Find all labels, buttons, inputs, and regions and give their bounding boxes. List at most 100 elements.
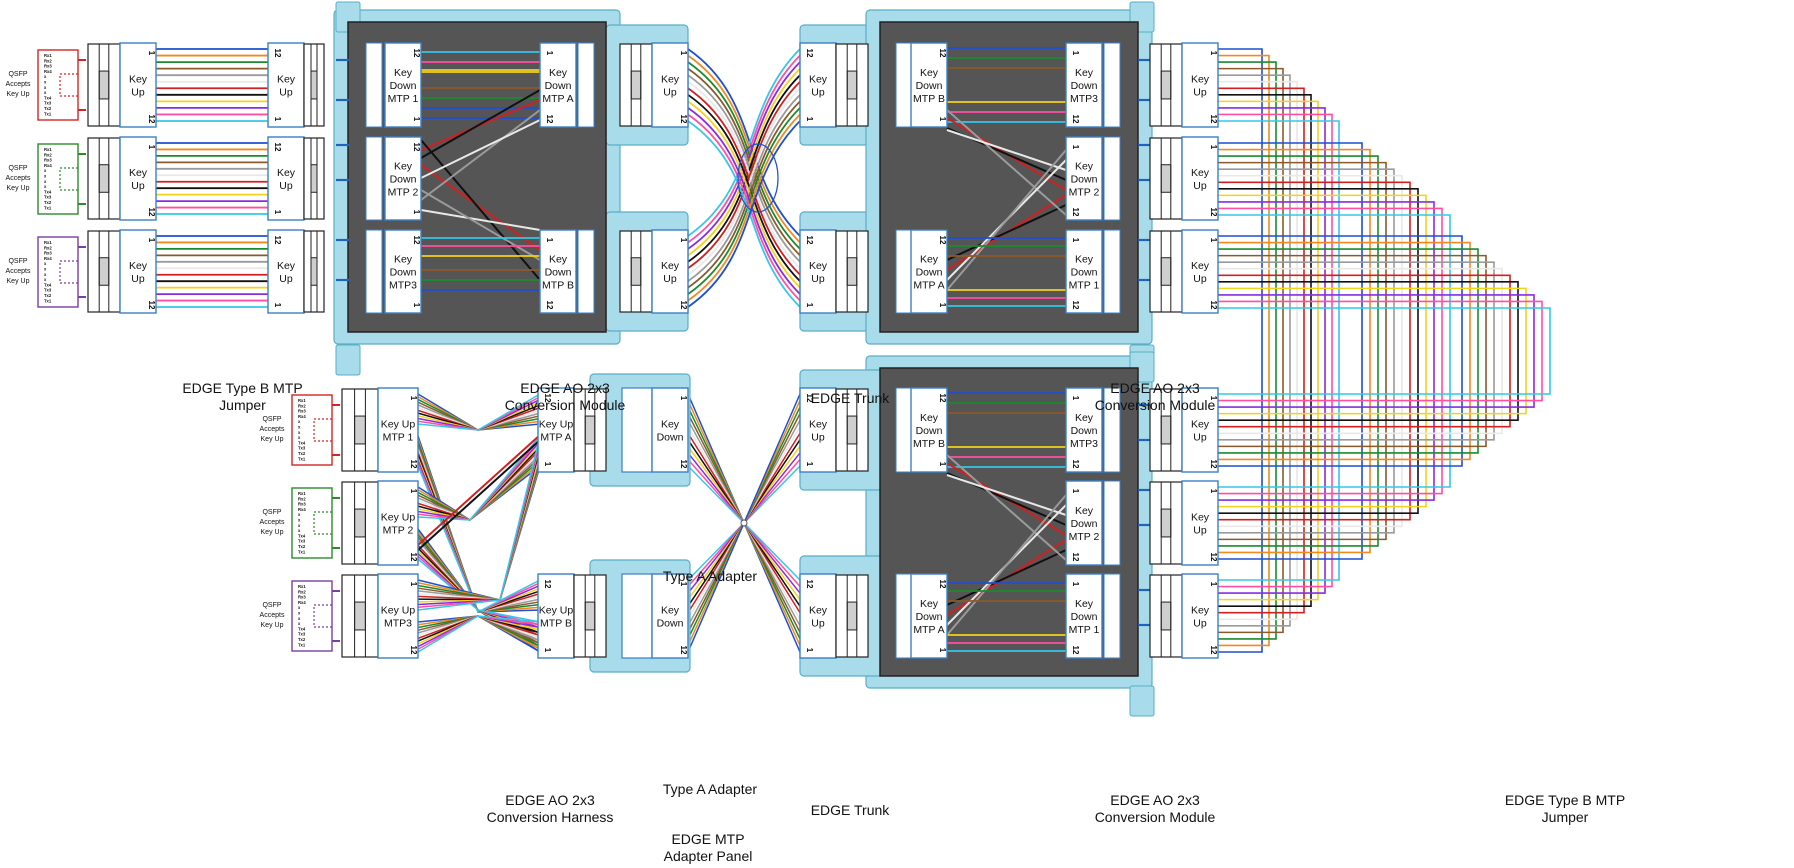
jumper-right-bottom-boot-1 [1149, 388, 1183, 472]
qsfp-transceiver-2-pin: x [44, 179, 47, 184]
jumper-right-bottom-connector-3-label: Up [1193, 618, 1207, 630]
module-tr-output-2-label: Key [1075, 161, 1094, 173]
module-tl-port-boot [365, 136, 383, 221]
module-tl-output-a-pin-bottom: 12 [545, 115, 554, 124]
trunk-top-left-connector-1-pin-top: 1 [679, 51, 688, 56]
module-tl-inner-fiber [420, 119, 541, 179]
jumper-right-fiber [1218, 267, 1503, 435]
module-tl-input-connector-2-pin-top: 12 [273, 143, 282, 152]
trunk-bottom-right-connector-1-pin-top: 12 [805, 394, 814, 403]
module-tl-output-a-body [539, 42, 577, 128]
module-br-output-1-label: Down [1071, 611, 1098, 623]
jumper-right-bottom-connector-1-label: Up [1193, 432, 1207, 444]
module-tl-inner-fiber [420, 89, 541, 159]
module-tl-mtp-2-pin-top: 12 [412, 143, 421, 152]
trunk-bottom-right-connector-2-label: Key [809, 605, 828, 617]
module-tr-input-boot [895, 229, 913, 314]
harness-output-boot-1 [573, 388, 607, 472]
jumper-right-fiber [1218, 87, 1305, 614]
module-tl-port-boot [365, 229, 383, 314]
module-tl-output-a-label: MTP A [542, 93, 573, 105]
qsfp-transceiver-3: Rx1Rx2Rx3Rx4xxxxTx4Tx3Tx2Tx1QSFPAcceptsK… [6, 236, 86, 308]
trunk-bottom-right-connector-1-label: Up [811, 432, 825, 444]
caption-adapter-top-text: Type A Adapter [662, 568, 758, 584]
qsfp-transceiver-2-pin: Rx2 [44, 152, 52, 157]
qsfp-transceiver-2-body [37, 143, 79, 215]
module-br-output-2-label: MTP 2 [1069, 531, 1100, 543]
qsfp-transceiver-1-label-line3: Key Up [7, 91, 30, 98]
harness-qsfp-1-label-line1: QSFP [262, 416, 281, 423]
module-tl-input-connector-1-label: Up [279, 87, 293, 99]
module-tl-output-b-label: MTP B [542, 280, 574, 292]
jumper-left-connector-2-pin-top: 1 [147, 145, 156, 150]
trunk-top-fiber [687, 107, 801, 295]
trunk-top-twist [737, 143, 779, 213]
qsfp-transceiver-2-label-line3: Key Up [7, 185, 30, 192]
adapter-top-left-boot-1 [619, 43, 653, 127]
qsfp-transceiver-1-pin: Tx4 [44, 95, 52, 100]
harness-mtp-3-pin-top: 1 [409, 582, 418, 587]
trunk-top-fiber [687, 100, 801, 289]
caption-panel-line2: Adapter Panel [663, 848, 753, 864]
jumper-left-connector-3-label: Key [129, 260, 148, 272]
trunk-top-left-connector-1-label: Key [661, 74, 680, 86]
jumper-right-bottom-connector-2-label: Up [1193, 525, 1207, 537]
jumper-right-fiber [1218, 274, 1511, 428]
module-tr-output-boot [1103, 42, 1121, 128]
module-br-input-b-body [910, 387, 948, 473]
harness-qsfp-2-loop [313, 511, 332, 535]
harness-mtp-3-label: MTP3 [384, 618, 412, 630]
trunk-top-fiber [687, 48, 801, 237]
panel-trunk-connector-1-pin-top: 1 [679, 396, 688, 401]
panel-trunk-connector-2-pin-top: 1 [679, 582, 688, 587]
module-tl-mtp-2-label: MTP 2 [388, 187, 419, 199]
panel-trunk-connector-2-body [651, 573, 689, 659]
trunk-top-fiber [687, 120, 801, 308]
harness-mtp-1-label: MTP 1 [383, 432, 414, 444]
module-tl-input-connector-1-label: Key [277, 74, 296, 86]
jumper-right-bottom-boot-2 [1149, 481, 1183, 565]
jumper-right-top-connector-1-label: Up [1193, 87, 1207, 99]
harness-qsfp-2-pin: x [298, 512, 301, 517]
module-br-input-b-label: Down [916, 425, 943, 437]
jumper-right-fiber [1218, 161, 1387, 541]
trunk-top-right-boot-1 [835, 43, 869, 127]
jumper-right-top-boot-2 [1149, 137, 1183, 220]
jumper-right-bottom-boot-3-key [1160, 601, 1172, 631]
panel-trunk-connector-1-pin-bottom: 12 [679, 460, 688, 469]
harness-qsfp-1-loop [313, 418, 332, 442]
harness-qsfp-2-pin: Tx4 [298, 533, 306, 538]
module-tl-input-connector-1-body [267, 42, 305, 128]
harness-qsfp-1-body [291, 394, 333, 466]
module-tl-output-b-label: Down [545, 267, 572, 279]
harness-boot-1-key [354, 415, 366, 445]
trunk-bottom-right-connector-1-body [799, 387, 837, 473]
harness-qsfp-1-pin: Tx1 [298, 456, 306, 461]
qsfp-transceiver-3-pin: x [44, 267, 47, 272]
module-tr-output-boot [1103, 229, 1121, 314]
trunk-bottom-right-connector-2-pin-bottom: 1 [805, 648, 814, 653]
module-tl-output-a-label: Key [549, 67, 568, 79]
trunk-top-right-boot-2-frame [835, 230, 869, 313]
harness-output-b-pin-top: 12 [543, 580, 552, 589]
module-tl-input-connector-2-label: Key [277, 167, 296, 179]
module-tr-output-3-body [1065, 42, 1103, 128]
module-br-output-boot [1103, 387, 1121, 473]
jumper-right-fiber [1218, 155, 1379, 547]
qsfp-transceiver-1: Rx1Rx2Rx3Rx4xxxxTx4Tx3Tx2Tx1QSFPAcceptsK… [6, 49, 86, 121]
harness-qsfp-3-label-line3: Key Up [261, 622, 284, 629]
module-tl-output-b-body [539, 229, 577, 314]
jumper-right-top-connector-1-label: Key [1191, 74, 1210, 86]
qsfp-transceiver-1-pin: x [44, 90, 47, 95]
jumper-right-fiber [1218, 142, 1363, 560]
module-tl-mtp-2-label: Down [390, 174, 417, 186]
jumper-right-bottom-connector-3-pin-top: 1 [1209, 582, 1218, 587]
qsfp-transceiver-2-pin: x [44, 168, 47, 173]
jumper-right-fiber [1218, 148, 1371, 554]
